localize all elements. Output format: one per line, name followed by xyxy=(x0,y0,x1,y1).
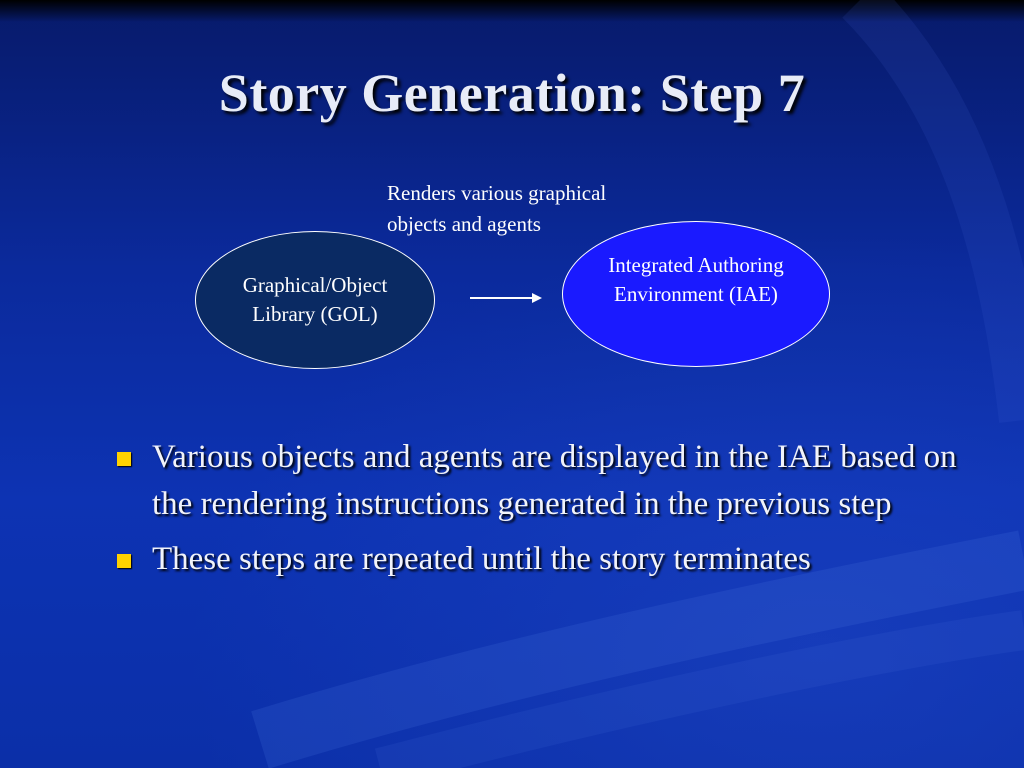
caption-line-1: Renders various graphical xyxy=(387,181,607,205)
bullet-text: These steps are repeated until the story… xyxy=(152,541,811,577)
yellow-square-bullet-icon xyxy=(117,554,131,568)
bullet-item: These steps are repeated until the story… xyxy=(112,536,982,583)
iae-label-line-1: Integrated Authoring xyxy=(608,253,784,277)
bullet-list: Various objects and agents are displayed… xyxy=(112,434,982,591)
gol-label-line-2: Library (GOL) xyxy=(252,302,378,326)
yellow-square-bullet-icon xyxy=(117,452,131,466)
caption-line-2: objects and agents xyxy=(387,212,541,236)
gol-label-line-1: Graphical/Object xyxy=(242,273,388,297)
slide-title: Story Generation: Step 7 xyxy=(218,63,806,123)
diagram-caption: Renders various graphical objects and ag… xyxy=(387,178,667,240)
iae-node: Integrated Authoring Environment (IAE) xyxy=(562,221,830,367)
right-arrow-icon xyxy=(470,293,542,303)
iae-label-line-2: Environment (IAE) xyxy=(614,282,778,306)
top-band xyxy=(0,0,1024,22)
bullet-item: Various objects and agents are displayed… xyxy=(112,434,982,528)
bullet-text: Various objects and agents are displayed… xyxy=(152,439,957,522)
gol-node: Graphical/Object Library (GOL) xyxy=(195,231,435,369)
